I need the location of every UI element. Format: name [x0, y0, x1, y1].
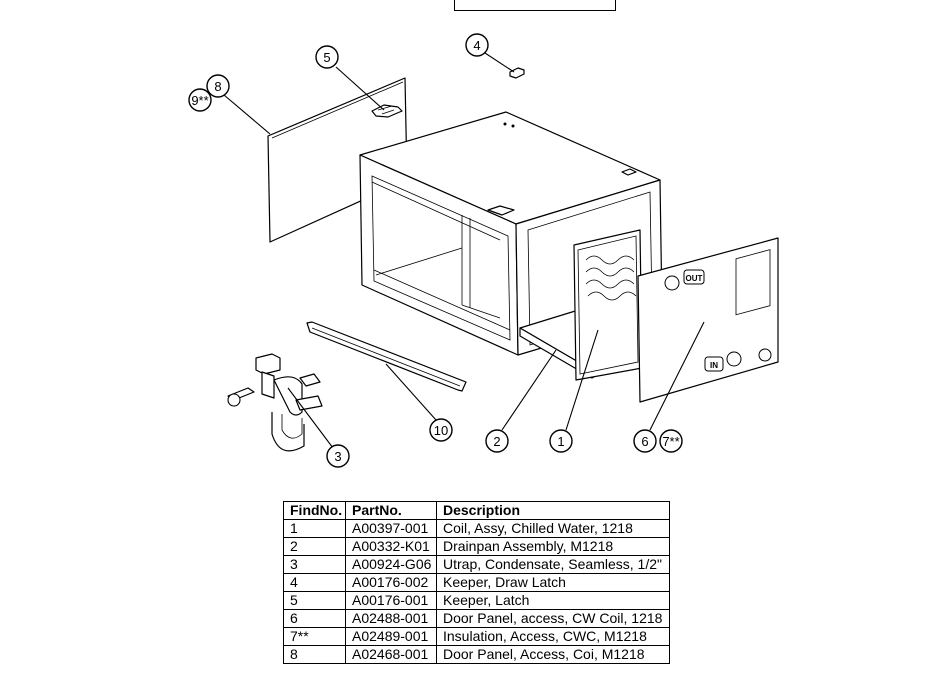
- cell-partno: A02489-001: [345, 627, 437, 646]
- svg-text:6: 6: [641, 434, 648, 449]
- cell-description: Drainpan Assembly, M1218: [436, 537, 670, 556]
- out-port-icon: OUT: [683, 269, 705, 285]
- header-description: Description: [436, 501, 670, 520]
- callout-1: 1: [549, 429, 573, 453]
- exploded-view-drawing: OUT IN 5: [188, 33, 779, 468]
- bracket-rail-part: [306, 321, 467, 392]
- cell-partno: A00176-001: [345, 591, 437, 610]
- callout-9: 9**: [188, 88, 212, 112]
- cell-findno: 5: [283, 591, 346, 610]
- callout-3: 3: [326, 444, 350, 468]
- callout-2: 2: [485, 429, 509, 453]
- cell-partno: A00332-K01: [345, 537, 437, 556]
- cell-description: Door Panel, Access, Coi, M1218: [436, 645, 670, 664]
- latch-keeper-part: [371, 104, 403, 118]
- cell-description: Door Panel, access, CW Coil, 1218: [436, 609, 670, 628]
- cell-findno: 7**: [283, 627, 346, 646]
- svg-text:4: 4: [473, 38, 480, 53]
- cell-partno: A00924-G06: [345, 555, 437, 574]
- svg-text:10: 10: [434, 423, 448, 438]
- svg-text:8: 8: [214, 79, 221, 94]
- cell-findno: 1: [283, 519, 346, 538]
- callout-10: 10: [429, 418, 453, 442]
- in-port-icon: IN: [704, 356, 724, 372]
- cell-findno: 6: [283, 609, 346, 628]
- condensate-utrap-part: [227, 353, 323, 452]
- callout-8: 8: [206, 74, 230, 98]
- svg-text:5: 5: [323, 50, 330, 65]
- svg-text:1: 1: [557, 434, 564, 449]
- svg-text:7**: 7**: [662, 434, 679, 449]
- cell-findno: 8: [283, 645, 346, 664]
- header-findno: FindNo.: [283, 501, 346, 520]
- cell-description: Keeper, Latch: [436, 591, 670, 610]
- header-partno: PartNo.: [345, 501, 437, 520]
- cell-findno: 2: [283, 537, 346, 556]
- callout-6: 6: [633, 429, 657, 453]
- svg-text:3: 3: [334, 449, 341, 464]
- cell-findno: 4: [283, 573, 346, 592]
- cell-partno: A02488-001: [345, 609, 437, 628]
- title-block-box: [454, 0, 616, 11]
- callout-7: 7**: [659, 429, 683, 453]
- draw-latch-keeper-part: [509, 67, 525, 79]
- coil-tubes: [585, 255, 637, 301]
- cell-partno: A00176-002: [345, 573, 437, 592]
- svg-text:IN: IN: [710, 361, 718, 370]
- svg-text:9**: 9**: [191, 93, 208, 108]
- cell-description: Coil, Assy, Chilled Water, 1218: [436, 519, 670, 538]
- cell-description: Insulation, Access, CWC, M1218: [436, 627, 670, 646]
- coil-door-panel: OUT IN: [637, 237, 779, 403]
- cell-description: Utrap, Condensate, Seamless, 1/2": [436, 555, 670, 574]
- svg-text:OUT: OUT: [686, 274, 703, 283]
- table-header-row: FindNo. PartNo. Description: [283, 501, 670, 520]
- cell-partno: A02468-001: [345, 645, 437, 664]
- cell-description: Keeper, Draw Latch: [436, 573, 670, 592]
- coil-assembly-part: [573, 229, 643, 381]
- leader-lines: [223, 52, 705, 449]
- cell-findno: 3: [283, 555, 346, 574]
- callout-4: 4: [465, 33, 489, 57]
- callout-5: 5: [315, 45, 339, 69]
- cell-partno: A00397-001: [345, 519, 437, 538]
- svg-text:2: 2: [493, 434, 500, 449]
